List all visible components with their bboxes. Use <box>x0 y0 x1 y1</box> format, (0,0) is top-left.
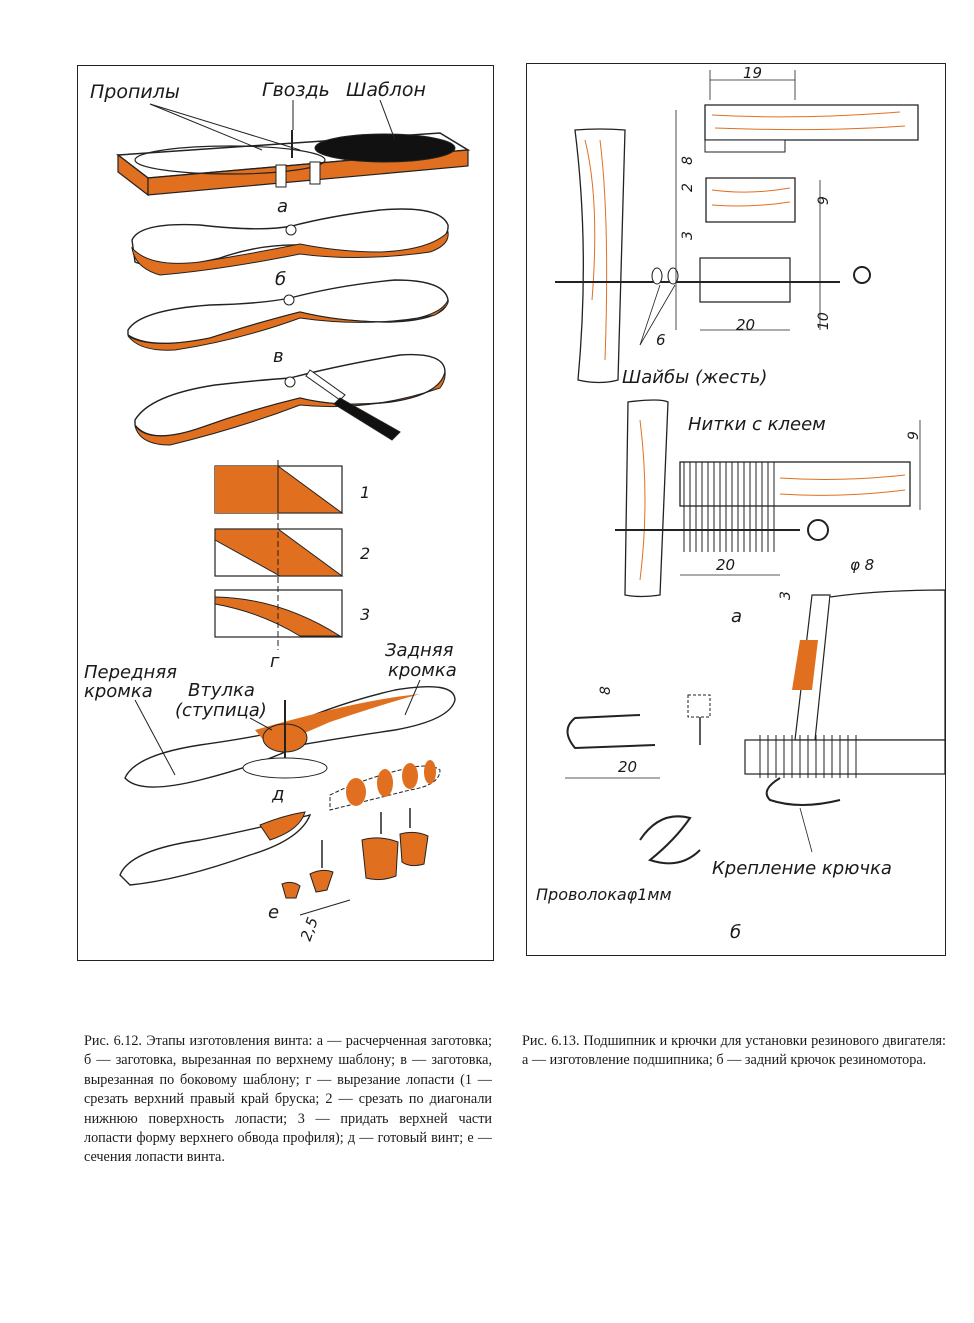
stage-b-blank <box>131 208 449 276</box>
label-phi8: φ 8 <box>850 556 874 574</box>
figure-6-12-frame <box>77 65 494 961</box>
fig-6-13-a-bearing-assembly <box>615 399 921 598</box>
label-dim-9b: 9 <box>906 431 922 440</box>
label-nitki: Нитки с клеем <box>688 414 826 435</box>
label-step-2: 2 <box>360 544 370 563</box>
stage-d-propeller <box>119 685 456 886</box>
label-stage-v: в <box>273 346 284 367</box>
label-dim-8b: 8 <box>598 686 614 695</box>
label-vtulka-1: Втулка <box>188 680 255 701</box>
label-stage-g: г <box>270 651 280 672</box>
label-perednyaya-2: кромка <box>84 681 153 702</box>
label-dim-6: 6 <box>656 331 666 349</box>
stage-v-blank <box>127 279 449 351</box>
label-zadnyaya-2: кромка <box>388 660 457 681</box>
label-dim-20b: 20 <box>716 556 735 574</box>
label-dim-9: 9 <box>816 196 832 205</box>
caption-fig-6-12: Рис. 6.12. Этапы изготовления винта: а —… <box>84 1033 492 1166</box>
label-stage-a: а <box>277 196 288 217</box>
label-stage-b: б <box>275 269 286 290</box>
label-dim-20: 20 <box>736 316 755 334</box>
label-shablon: Шаблон <box>346 79 426 101</box>
label-propily: Пропилы <box>90 81 180 103</box>
label-vtulka-2: (ступица) <box>175 700 267 721</box>
stage-v2-carving <box>134 353 446 446</box>
fig-6-13-a-bearing <box>555 70 919 384</box>
label-dim-8: 8 <box>680 156 696 165</box>
stage-e-sections <box>281 808 429 916</box>
label-dim-20c: 20 <box>618 758 637 776</box>
label-zadnyaya-1: Задняя <box>385 640 454 661</box>
label-step-3: 3 <box>360 605 370 624</box>
label-dim-19: 19 <box>743 64 762 82</box>
label-dim-3b: 3 <box>778 591 794 600</box>
label-stage-d: д <box>271 784 284 805</box>
label-perednyaya-1: Передняя <box>84 662 177 683</box>
label-stage-e: е <box>268 902 279 923</box>
caption-fig-6-13: Рис. 6.13. Подшипник и крючки для устано… <box>522 1033 946 1069</box>
label-dim-10: 10 <box>816 312 832 330</box>
label-step-1: 1 <box>360 483 370 502</box>
label-shayby: Шайбы (жесть) <box>622 367 767 388</box>
stage-a-block <box>115 130 471 197</box>
figure-6-13-frame <box>526 63 946 956</box>
label-dim-2: 2 <box>680 183 696 192</box>
label-gvozd: Гвоздь <box>262 79 330 101</box>
fig-6-13-b-hooks <box>565 589 946 865</box>
label-kreplenie: Крепление крючка <box>712 858 892 879</box>
label-dim-3: 3 <box>680 231 696 240</box>
label-provoloka: Проволокаφ1мм <box>536 885 672 904</box>
label-b: б <box>730 922 741 943</box>
label-a: а <box>731 606 742 627</box>
